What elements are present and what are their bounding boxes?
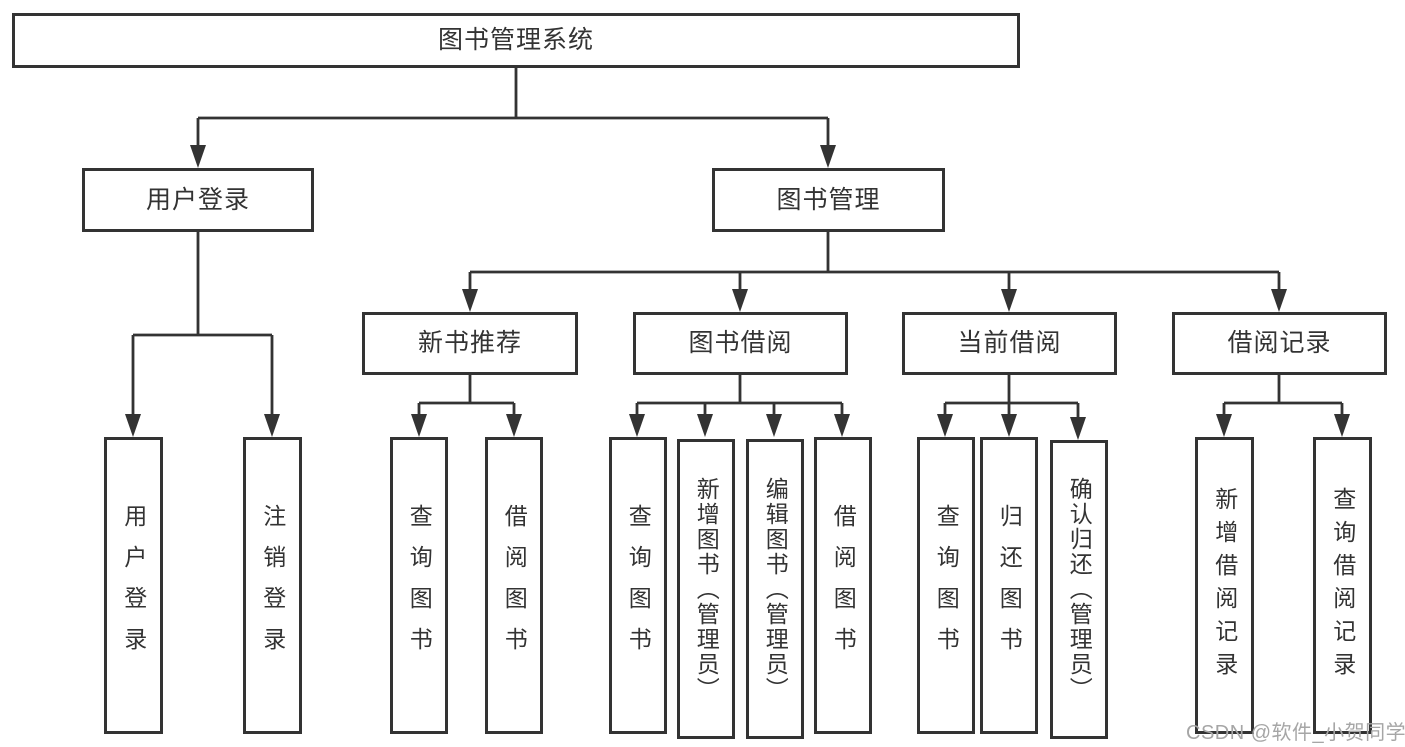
csdn-watermark: CSDN @软件_小贺同学 <box>1186 722 1405 744</box>
arrowhead-icon <box>1001 289 1017 312</box>
leaf-query-books-recommend: 查询图书 <box>390 437 448 734</box>
leaf-label: 归还图书 <box>996 503 1023 668</box>
leaf-confirm-return-admin: 确认归还（管理员） <box>1050 440 1108 739</box>
node-book-management: 图书管理 <box>712 168 945 232</box>
arrowhead-icon <box>937 414 953 437</box>
node-label: 图书管理系统 <box>437 26 594 54</box>
leaf-return-books: 归还图书 <box>980 437 1038 734</box>
leaf-label: 借阅图书 <box>830 503 857 668</box>
arrowhead-icon <box>629 414 645 437</box>
arrowhead-icon <box>264 414 280 437</box>
connector-book-management <box>468 232 1281 290</box>
leaf-label: 新增借阅记录 <box>1211 486 1238 685</box>
connector-root-trunk <box>196 68 830 148</box>
leaf-label: 新增图书（管理员） <box>693 476 720 702</box>
arrowhead-icon <box>834 414 850 437</box>
leaf-edit-book-admin: 编辑图书（管理员） <box>746 439 804 739</box>
arrowhead-icon <box>1216 414 1232 437</box>
leaf-borrow-books-recommend: 借阅图书 <box>485 437 543 734</box>
connector-book-borrow <box>635 375 844 416</box>
leaf-label: 编辑图书（管理员） <box>762 476 789 702</box>
node-label: 当前借阅 <box>957 329 1062 357</box>
leaf-borrow-books: 借阅图书 <box>814 437 872 734</box>
arrowhead-icon <box>462 289 478 312</box>
leaf-query-books-current: 查询图书 <box>917 437 975 734</box>
arrowhead-icon <box>506 414 522 437</box>
leaf-label: 确认归还（管理员） <box>1066 477 1093 702</box>
connector-user-login <box>131 232 274 415</box>
arrowhead-icon <box>190 145 206 168</box>
node-new-book-recommend: 新书推荐 <box>362 312 578 375</box>
arrowhead-icon <box>1070 417 1086 440</box>
connector-borrow-records <box>1222 375 1344 416</box>
arrowhead-icon <box>411 414 427 437</box>
node-book-borrow: 图书借阅 <box>633 312 848 375</box>
node-label: 用户登录 <box>145 185 250 214</box>
leaf-label: 借阅图书 <box>501 503 528 668</box>
leaf-label: 注销登录 <box>259 503 286 668</box>
leaf-label: 查询图书 <box>625 503 652 668</box>
node-current-borrow: 当前借阅 <box>902 312 1117 375</box>
leaf-label: 查询借阅记录 <box>1329 486 1356 685</box>
leaf-add-book-admin: 新增图书（管理员） <box>677 439 735 739</box>
arrowhead-icon <box>1001 414 1017 437</box>
leaf-user-login: 用户登录 <box>104 437 163 734</box>
node-label: 图书管理 <box>776 185 881 214</box>
arrowhead-icon <box>766 414 782 437</box>
arrowhead-icon <box>820 145 836 168</box>
leaf-query-borrow-record: 查询借阅记录 <box>1313 437 1372 734</box>
connector-new-book-recommend <box>417 375 516 416</box>
leaf-label: 用户登录 <box>120 503 147 668</box>
arrowhead-icon <box>1334 414 1350 437</box>
arrowhead-icon <box>125 414 141 437</box>
node-label: 借阅记录 <box>1227 329 1332 357</box>
leaf-logout: 注销登录 <box>243 437 302 734</box>
node-borrow-records: 借阅记录 <box>1172 312 1387 375</box>
arrowhead-icon <box>697 414 713 437</box>
leaf-label: 查询图书 <box>406 503 433 668</box>
node-label: 新书推荐 <box>417 329 522 357</box>
node-label: 图书借阅 <box>688 329 793 357</box>
leaf-query-books-borrow: 查询图书 <box>609 437 667 734</box>
arrowhead-icon <box>732 289 748 312</box>
leaf-label: 查询图书 <box>933 503 960 668</box>
node-library-system: 图书管理系统 <box>12 13 1020 68</box>
leaf-add-borrow-record: 新增借阅记录 <box>1195 437 1254 734</box>
node-user-login: 用户登录 <box>82 168 314 232</box>
arrowhead-icon <box>1271 289 1287 312</box>
connector-current-borrow <box>943 375 1080 418</box>
